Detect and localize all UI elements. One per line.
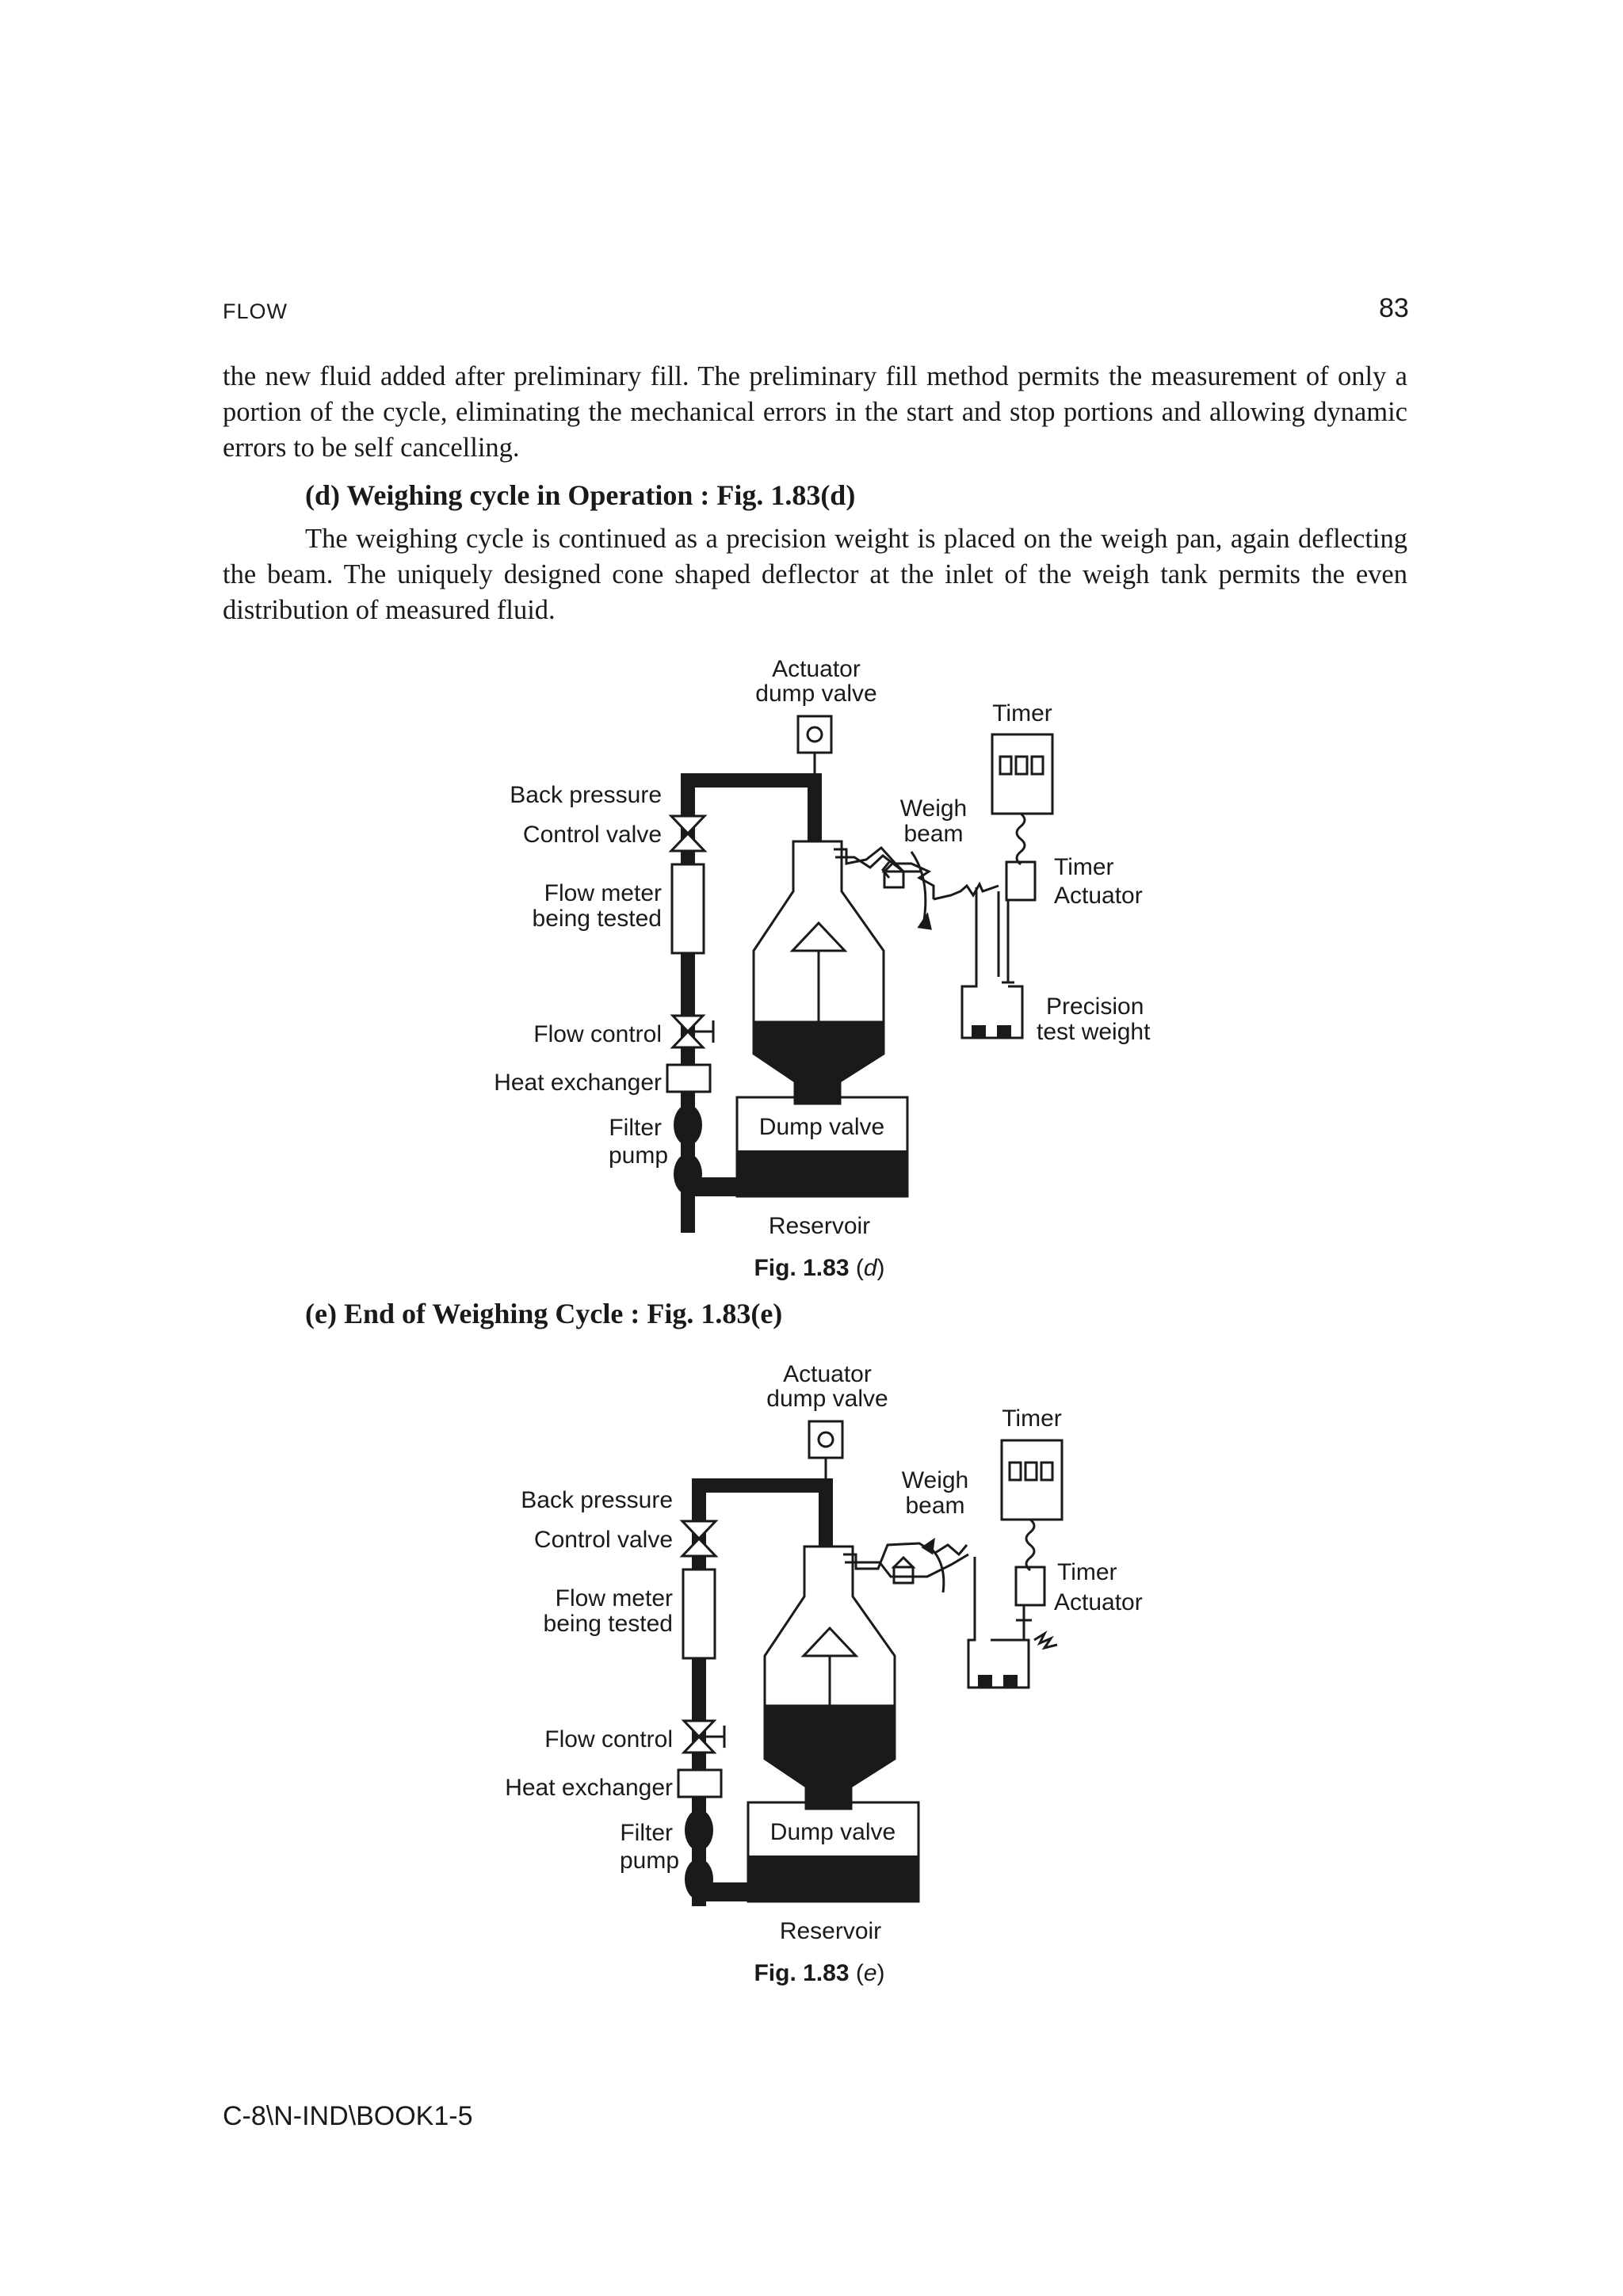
label-timer-actuator-2: Actuator <box>1054 883 1143 909</box>
label-timer-actuator-2: Actuator <box>1054 1589 1143 1615</box>
label-being-tested: being tested <box>533 906 662 932</box>
running-head: FLOW <box>223 299 288 323</box>
label-actuator: Actuator <box>772 656 861 682</box>
label-being-tested: being tested <box>544 1611 673 1637</box>
label-timer-actuator-1: Timer <box>1057 1559 1117 1585</box>
label-flow-meter: Flow meter <box>556 1585 673 1611</box>
label-back-pressure: Back pressure <box>510 782 662 808</box>
label-heat-exchanger: Heat exchanger <box>494 1070 662 1096</box>
label-timer: Timer <box>992 700 1052 727</box>
figure-e-labels: Actuator dump valve Timer Back pressure … <box>505 1361 1143 1986</box>
label-flow-meter: Flow meter <box>544 880 662 906</box>
label-filter: Filter <box>609 1115 662 1141</box>
section-heading-d: (d) Weighing cycle in Operation : Fig. 1… <box>305 479 856 511</box>
label-beam: beam <box>905 1493 964 1519</box>
figure-d-labels: Actuator dump valve Timer Back pressure … <box>494 656 1151 1281</box>
label-filter: Filter <box>620 1820 673 1846</box>
label-heat-exchanger: Heat exchanger <box>505 1775 673 1801</box>
label-pump: pump <box>620 1848 679 1874</box>
body-paragraph-2: The weighing cycle is continued as a pre… <box>223 524 1407 625</box>
page-number: 83 <box>1379 293 1409 323</box>
caption-d-bold: Fig. 1.83 <box>754 1255 849 1281</box>
label-flow-control: Flow control <box>544 1726 673 1753</box>
label-dump-valve-actuator: dump valve <box>755 681 876 707</box>
label-precision: Precision <box>1046 994 1144 1020</box>
label-test-weight: test weight <box>1037 1019 1151 1045</box>
figure-e-drawing <box>677 1420 1064 1906</box>
figure-e-caption: Fig. 1.83 (e) <box>754 1960 884 1986</box>
label-pump: pump <box>609 1142 668 1169</box>
caption-d-letter: d <box>864 1255 878 1281</box>
label-flow-control: Flow control <box>533 1021 662 1047</box>
label-reservoir: Reservoir <box>780 1918 881 1944</box>
label-weigh: Weigh <box>902 1467 969 1493</box>
label-dump-valve: Dump valve <box>759 1114 884 1140</box>
label-timer-actuator-1: Timer <box>1054 854 1114 880</box>
label-control-valve: Control valve <box>523 822 662 848</box>
figure-d-drawing <box>666 715 1054 1233</box>
label-control-valve: Control valve <box>534 1527 673 1553</box>
section-heading-e: (e) End of Weighing Cycle : Fig. 1.83(e) <box>305 1298 783 1329</box>
label-weigh: Weigh <box>900 795 968 822</box>
figure-d-diagram: Actuator dump valve Timer Back pressure … <box>494 656 1151 1281</box>
figure-d-caption: Fig. 1.83 (d) <box>754 1255 884 1281</box>
label-dump-valve-actuator: dump valve <box>766 1386 888 1412</box>
body-paragraph-1: the new fluid added after preliminary fi… <box>223 361 1407 463</box>
label-dump-valve: Dump valve <box>770 1819 896 1845</box>
caption-e-bold: Fig. 1.83 <box>754 1960 849 1986</box>
figure-e-diagram: Actuator dump valve Timer Back pressure … <box>505 1361 1143 1986</box>
label-reservoir: Reservoir <box>769 1213 870 1239</box>
label-timer: Timer <box>1002 1405 1062 1432</box>
footer-code: C-8\N-IND\BOOK1-5 <box>223 2101 473 2131</box>
label-actuator: Actuator <box>783 1361 872 1387</box>
caption-e-letter: e <box>864 1960 877 1986</box>
label-back-pressure: Back pressure <box>521 1487 673 1513</box>
label-beam: beam <box>903 821 963 847</box>
